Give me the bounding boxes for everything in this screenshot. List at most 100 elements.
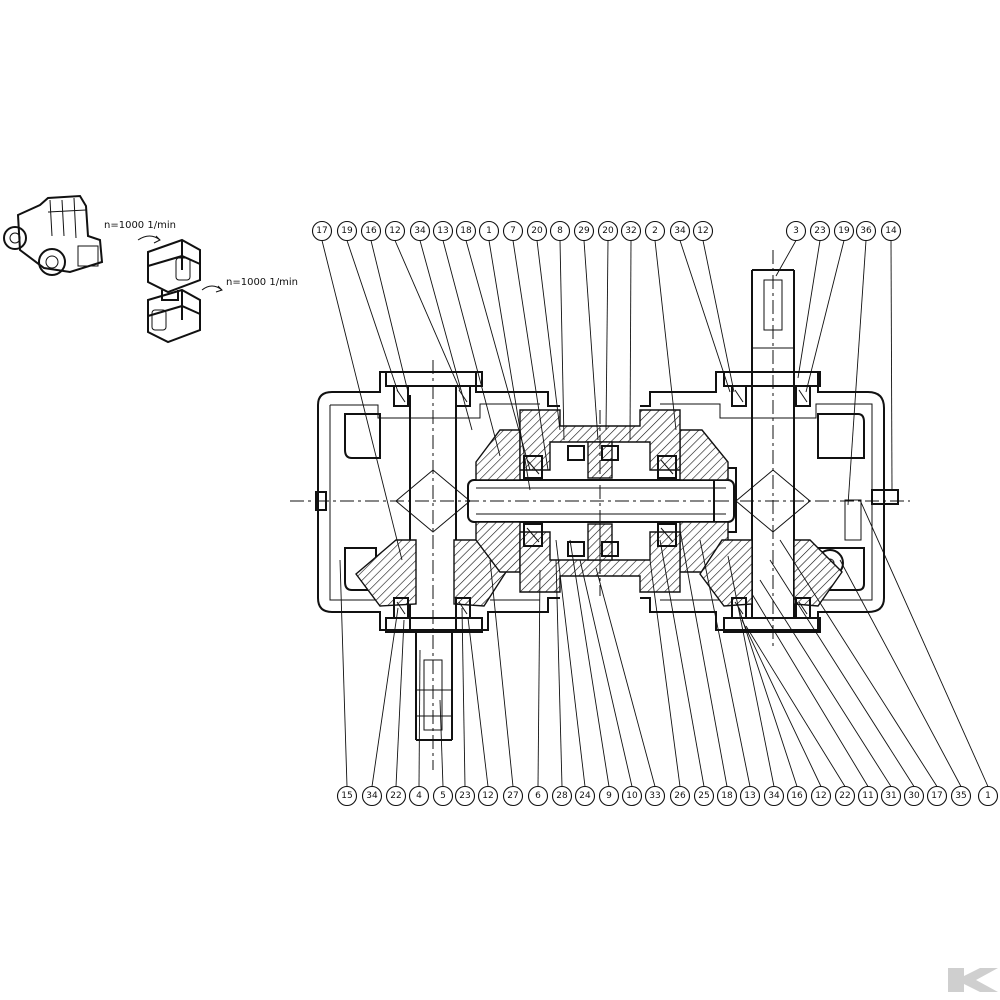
callout-top-circle	[573, 220, 595, 242]
callout-bottom-number: 11	[862, 791, 873, 801]
callout-top-leader	[419, 240, 473, 431]
callout-bottom-circle	[408, 785, 430, 807]
callout-top-number: 20	[602, 226, 614, 236]
callout-bottom-leader	[737, 605, 798, 787]
callout-top-number: 34	[674, 226, 686, 236]
callout-top-circle	[809, 220, 831, 242]
callout-bottom-leader	[461, 607, 466, 787]
callout-top-circle	[644, 220, 666, 242]
callout-bottom-leader	[569, 539, 610, 787]
callout-bottom-number: 27	[507, 791, 518, 801]
callout-top-circle	[502, 220, 524, 242]
callout-bottom-number: 10	[626, 791, 638, 801]
callout-bottom-leader	[839, 559, 962, 787]
callout-bottom-number: 28	[556, 791, 568, 801]
center-lines	[290, 250, 910, 770]
callout-top-circle	[432, 220, 454, 242]
callout-top-circle	[311, 220, 333, 242]
callout-top-circle	[855, 220, 877, 242]
callout-top-circle	[785, 220, 807, 242]
callout-bottom-number: 23	[459, 791, 470, 801]
callout-bottom-leader	[537, 569, 541, 787]
callout-bottom-leader	[395, 619, 405, 787]
callout-top-leader	[488, 240, 531, 491]
callout-bottom-circle	[977, 785, 999, 807]
callout-leaders	[321, 240, 989, 787]
callout-top-circle	[692, 220, 714, 242]
callout-bottom-number: 17	[931, 791, 942, 801]
callout-bottom-leader	[339, 559, 348, 787]
callout-bottom-leader	[555, 559, 563, 787]
callout-bottom-circle	[551, 785, 573, 807]
callout-bottom-circle	[598, 785, 620, 807]
callout-bottom-leader	[769, 559, 915, 787]
callout-top-circle	[360, 220, 382, 242]
callout-top-number: 32	[625, 226, 636, 236]
callout-bottom-number: 12	[815, 791, 826, 801]
callout-top-number: 14	[885, 226, 897, 236]
callout-bottom-number: 30	[908, 791, 920, 801]
callout-bottom-leader	[595, 567, 656, 787]
callout-top-circle	[880, 220, 902, 242]
callout-bottom-number: 12	[482, 791, 493, 801]
callout-bottom-leader	[371, 607, 399, 787]
callout-bottom-number: 22	[839, 791, 850, 801]
callout-bottom-circle	[477, 785, 499, 807]
bevel-gear-right-pinion	[679, 429, 729, 573]
callout-bottom-circle	[810, 785, 832, 807]
callout-top-leader	[394, 240, 461, 391]
callout-top-number: 19	[838, 226, 850, 236]
callout-top-leader	[583, 240, 599, 441]
callout-top-number: 20	[531, 226, 543, 236]
tractor-icon	[3, 194, 104, 276]
callout-top-leader	[847, 240, 867, 506]
callout-top-number: 2	[652, 226, 658, 236]
callout-top-circle	[336, 220, 358, 242]
callout-bottom-leader	[649, 559, 681, 787]
callout-top-circle	[669, 220, 691, 242]
watermark-logo	[948, 968, 998, 992]
callout-top-leader	[346, 240, 399, 393]
callout-bottom-circle	[950, 785, 972, 807]
callout-bottom-number: 25	[698, 791, 709, 801]
callout-bottom-leader	[751, 593, 869, 787]
callout-bottom-circle	[716, 785, 738, 807]
callout-bottom-number: 24	[579, 791, 591, 801]
callout-bottom-circle	[903, 785, 925, 807]
callout-top-number: 1	[486, 226, 492, 236]
callout-bottom-circle	[857, 785, 879, 807]
callout-top-circle	[384, 220, 406, 242]
callout-top-number: 7	[510, 226, 516, 236]
callout-top-circle	[620, 220, 642, 242]
callout-bottom-leader	[759, 579, 892, 787]
callout-bottom-number: 18	[721, 791, 733, 801]
callout-bottom-circle	[454, 785, 476, 807]
callout-bottom-circle	[644, 785, 666, 807]
callout-bottom-leader	[779, 539, 938, 787]
callout-bottom-circle	[786, 785, 808, 807]
callout-top-leader	[679, 240, 731, 393]
callout-bottom-leader	[745, 625, 846, 787]
gearbox-housing	[315, 371, 899, 631]
callout-bottom-leader	[467, 617, 489, 787]
callout-bottom-number: 34	[768, 791, 780, 801]
callout-bottom-leader	[859, 499, 989, 787]
callout-bottom-number: 1	[985, 791, 991, 801]
callout-top-leader	[536, 240, 561, 431]
callout-top-circle	[597, 220, 619, 242]
callout-top-circle	[455, 220, 477, 242]
callout-top-circle	[526, 220, 548, 242]
callout-bottom-circle	[527, 785, 549, 807]
callout-bottom-leader	[741, 619, 822, 787]
callout-bottom-circle	[574, 785, 596, 807]
callout-top-leader	[465, 240, 531, 471]
tractor-speed-label: n=1000 1/min	[104, 220, 176, 231]
callout-bottom-leader	[699, 539, 751, 787]
callout-top-leader	[605, 240, 609, 431]
callout-top-number: 16	[365, 226, 377, 236]
callout-top-number: 36	[860, 226, 872, 236]
callout-top-circle	[549, 220, 571, 242]
